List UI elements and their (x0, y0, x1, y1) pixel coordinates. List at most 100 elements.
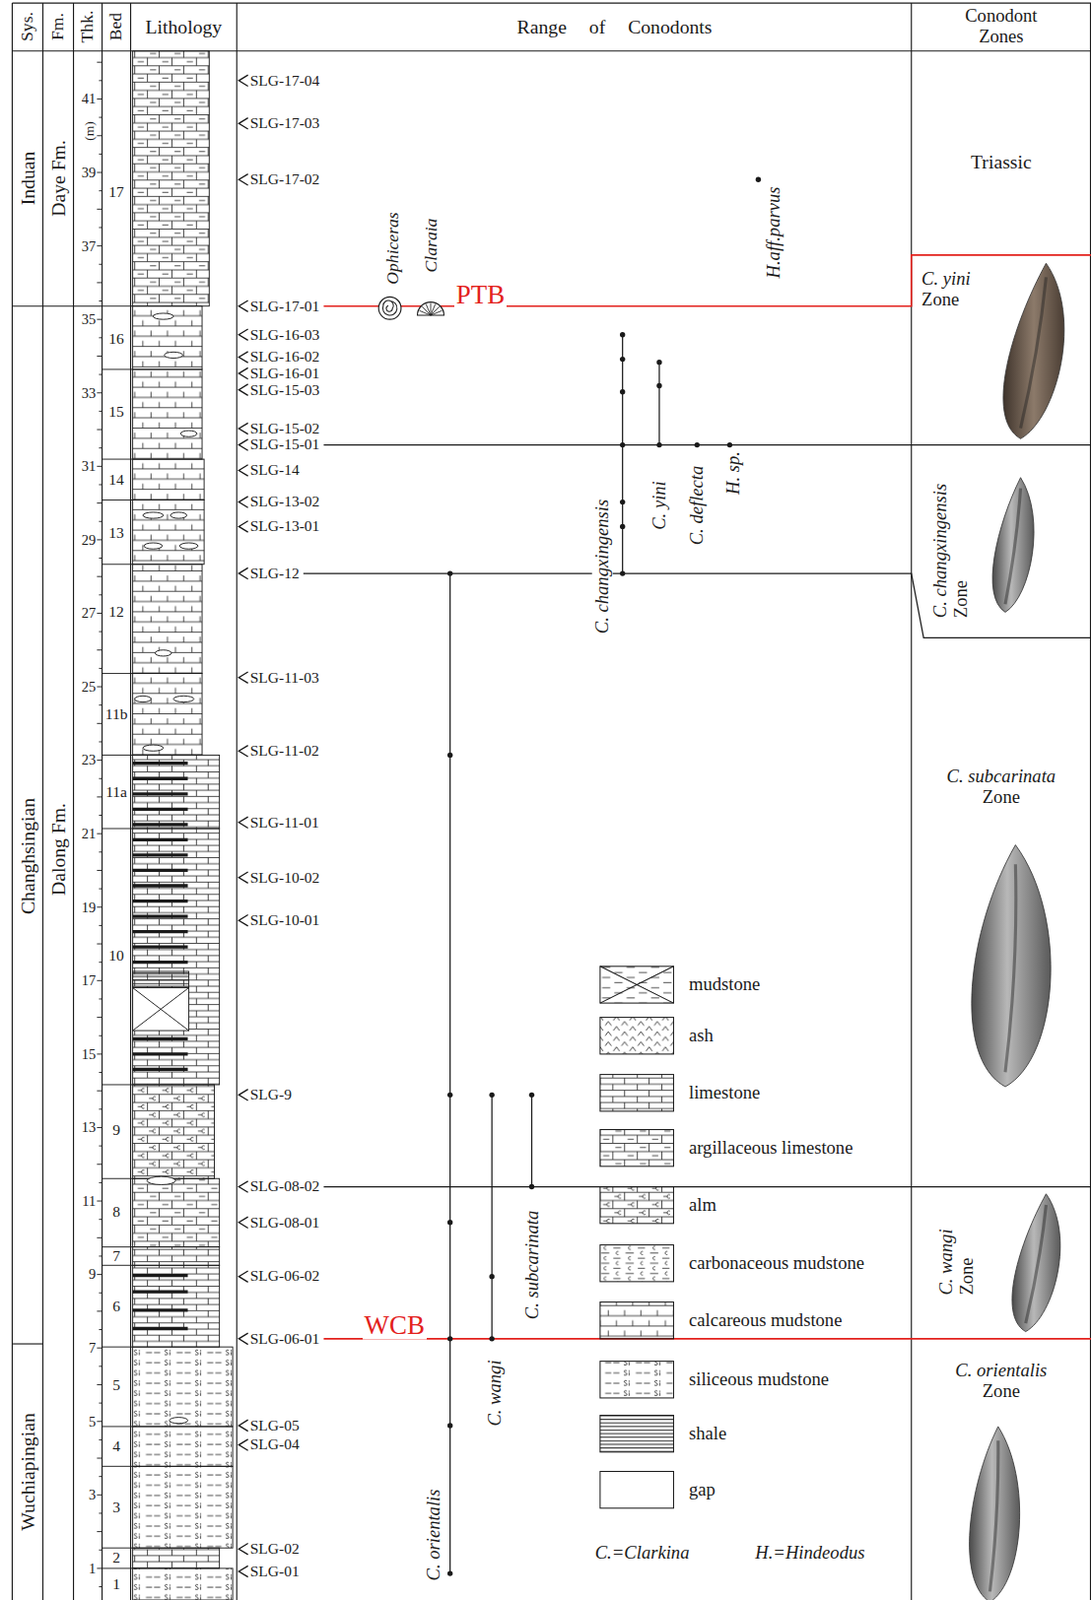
scale-tick (96, 1127, 102, 1129)
nodule (142, 745, 164, 751)
sample-id: SLG-08-01 (250, 1215, 321, 1231)
text-group: Bed (106, 12, 127, 41)
sample-id: SLG-13-02 (250, 494, 321, 511)
lithology-bed (133, 1347, 233, 1428)
gap-box (133, 988, 190, 1032)
sample-id: SLG-04 (250, 1437, 300, 1454)
scale-tick (98, 337, 102, 339)
stage-band: Wuchiapingian (11, 1344, 43, 1600)
text-group: C. orientalisZone (954, 1361, 1047, 1403)
lithology-bed (133, 674, 203, 756)
scale-tick (96, 1531, 102, 1533)
shale-interbed (133, 822, 189, 826)
bed-number: 7 (112, 1248, 121, 1265)
grid-line (101, 2, 103, 1600)
bed-boundary (102, 499, 134, 501)
scale-tick (98, 521, 102, 523)
scale-tick (98, 79, 102, 81)
scale-tick (96, 796, 102, 798)
occurrence-dot (488, 1092, 494, 1098)
scale-tick (98, 483, 102, 485)
shale-interbed (133, 1291, 189, 1295)
text-group: Lithology (145, 15, 223, 38)
nodule (143, 543, 163, 549)
sample-id: SLG-17-03 (250, 116, 321, 133)
sample-arrow (238, 74, 248, 86)
legend-swatch (600, 1245, 675, 1283)
sample-id: SLG-11-01 (250, 815, 320, 831)
legend-swatch (600, 1416, 675, 1453)
bed-boundary (102, 459, 134, 461)
scale-tick (98, 1365, 102, 1367)
sample-id: SLG-10-01 (250, 912, 321, 929)
occurrence-dot (727, 442, 733, 448)
thickness-number: 31 (81, 459, 97, 475)
ammonite-icon (378, 296, 402, 320)
formation-band: Dalong Fm. (42, 306, 73, 1600)
scale-tick (98, 851, 102, 853)
lithology-bed (133, 1427, 233, 1467)
thickness-number: 23 (81, 752, 97, 768)
bed-number: 13 (108, 525, 125, 542)
conodont-carina (989, 1440, 998, 1592)
sample-arrow (238, 496, 248, 508)
scale-tick (96, 723, 102, 725)
sample-id: SLG-17-04 (250, 72, 321, 89)
scale-tick (98, 888, 102, 890)
scale-tick (98, 1329, 102, 1331)
range-line (491, 1094, 493, 1340)
lithology-bed (133, 459, 205, 500)
bed-boundary (102, 1265, 134, 1267)
scale-tick (98, 998, 102, 1000)
shale-interbed (133, 777, 189, 781)
boundary-label: WCB (362, 1311, 427, 1341)
scale-tick (98, 925, 102, 927)
header-cell: Conodont Zones (911, 2, 1091, 52)
lithology-bed (133, 306, 203, 370)
sample-arrow (238, 384, 248, 396)
thickness-number: 39 (81, 165, 97, 181)
legend-text: mudstone (688, 975, 760, 995)
occurrence-dot (619, 332, 625, 338)
sample-id: SLG-10-02 (250, 870, 321, 887)
bed-number: 11b (105, 706, 129, 723)
scale-tick (96, 613, 102, 614)
scale-tick (98, 594, 102, 596)
scale-tick (98, 153, 102, 155)
shale-interbed (133, 884, 189, 887)
scale-tick (98, 1182, 102, 1184)
bed-number: 4 (112, 1439, 121, 1456)
occurrence-dot (619, 570, 625, 576)
thickness-number: 13 (81, 1120, 97, 1136)
lithology-bed (133, 828, 220, 1086)
scale-tick (96, 980, 102, 982)
bed-number: 1 (112, 1576, 121, 1593)
header-cell-text: Range of Conodonts (517, 15, 713, 38)
occurrence-dot (619, 442, 625, 448)
stage-band-text: Changhsingian (16, 798, 39, 915)
sample-arrow (238, 300, 248, 312)
scale-tick (98, 1072, 102, 1074)
sample-arrow (238, 872, 248, 884)
sample-arrow (238, 1181, 248, 1193)
header-cell-text: Bed (106, 12, 127, 41)
shale-interbed (133, 930, 189, 934)
scale-tick (96, 649, 102, 651)
stage-band: Induan (11, 51, 43, 307)
conodont-name: C. wangi (484, 1358, 506, 1429)
bivalve-rib (430, 306, 440, 316)
scale-tick (96, 906, 102, 908)
occurrence-dot (656, 442, 662, 448)
occurrence-dot (619, 524, 625, 530)
scale-tick (96, 759, 102, 761)
zone-band-text: Zone (954, 1381, 1047, 1403)
scale-tick (98, 1439, 102, 1441)
legend-text: alm (688, 1196, 717, 1216)
grid-line (236, 2, 238, 1600)
legend-text: calcareous mudstone (688, 1311, 842, 1331)
legend-text: limestone (688, 1084, 760, 1103)
fossil-name: Claraia (422, 217, 441, 273)
grid-line (72, 2, 74, 1600)
sample-arrow (238, 1271, 248, 1283)
bed-number: 11a (105, 784, 128, 801)
